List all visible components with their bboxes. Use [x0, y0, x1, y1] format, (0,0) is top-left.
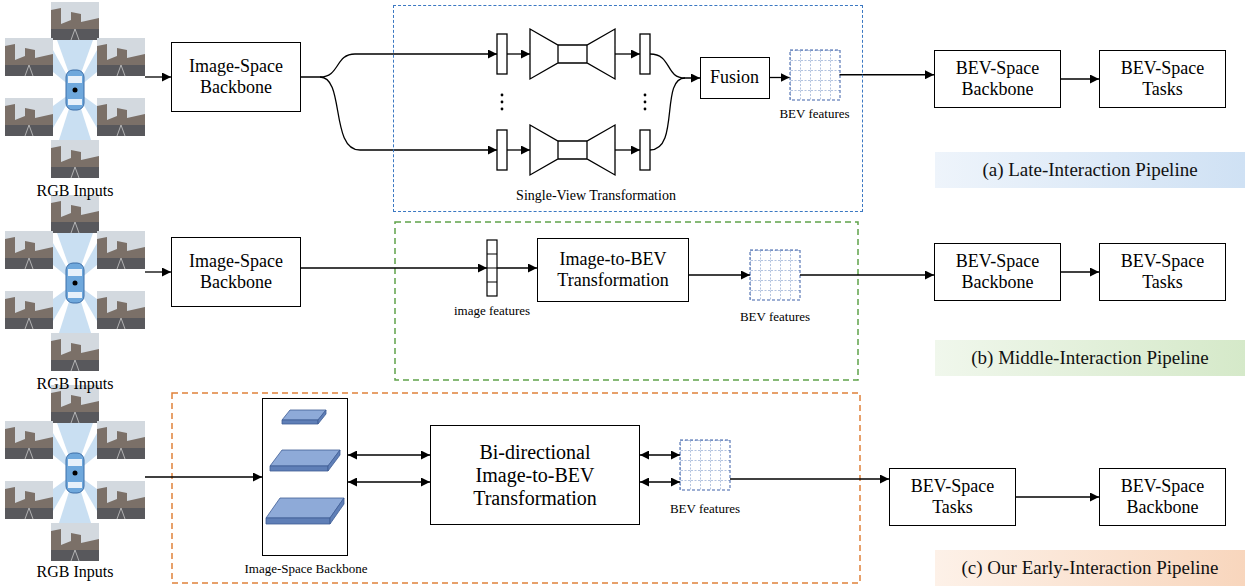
branch-line: [300, 54, 497, 77]
arrow-line: [507, 53, 530, 54]
process-box: BEV-Space Backbone: [934, 50, 1061, 108]
box-label: BEV-Space Tasks: [896, 476, 1009, 517]
input-label: RGB Inputs: [37, 563, 114, 581]
feature-pyramid: [266, 410, 344, 524]
dashed-group: Single-View TransformationFusionBEV feat…: [393, 5, 863, 212]
process-box: BEV-Space Backbone: [934, 243, 1061, 301]
arrow-connector: [800, 274, 934, 275]
encoder-decoder: [530, 125, 615, 175]
arrow-connector: [770, 77, 790, 78]
box-label: BEV-Space Backbone: [941, 58, 1054, 99]
camera-views: RGB Inputs: [5, 195, 145, 371]
merge-line: [650, 78, 685, 150]
process-box: BEV-Space Tasks: [1099, 50, 1226, 108]
arrow-connector: [1061, 271, 1099, 272]
arrow-connector: [497, 267, 537, 268]
feature-vector: image features: [487, 240, 497, 296]
box-label: Image-Space Backbone: [178, 251, 294, 292]
pipeline-band: (b) Middle-Interaction Pipeline: [935, 340, 1245, 376]
arrow-line: [615, 149, 640, 150]
pipeline-label: (a) Late-Interaction Pipeline: [982, 159, 1197, 181]
group-label: Single-View Transformation: [516, 188, 676, 204]
arrow-connector: [1061, 78, 1099, 79]
bev-grid: BEV features: [790, 50, 840, 100]
arrow-connector: [1016, 496, 1099, 497]
box-label: Fusion: [710, 67, 759, 88]
camera-views: [5, 195, 145, 371]
arrow-connector: [689, 274, 750, 275]
feature-vector: [640, 130, 650, 170]
input-label: RGB Inputs: [37, 375, 114, 393]
backbone-label: Image-Space Backbone: [244, 562, 367, 577]
feature-vector: [497, 130, 507, 170]
ellipsis-dots: [501, 94, 647, 111]
arrow-connector: [348, 481, 430, 482]
bev-grid: BEV features: [680, 440, 730, 490]
pipeline-band: (c) Our Early-Interaction Pipeline: [935, 550, 1245, 586]
bev-grid: BEV features: [750, 250, 800, 300]
dashed-group: [172, 393, 860, 583]
arrow-line: [615, 53, 640, 54]
pipeline-label: (c) Our Early-Interaction Pipeline: [962, 557, 1219, 579]
feature-vector: [640, 34, 650, 74]
camera-views: RGB Inputs: [5, 385, 145, 561]
box-label: BEV-Space Tasks: [1106, 251, 1219, 292]
camera-views: RGB Inputs: [5, 2, 145, 178]
process-box: BEV-Space Tasks: [1099, 243, 1226, 301]
process-box: Image-Space Backbone: [171, 237, 301, 307]
box-label: BEV-Space Backbone: [941, 251, 1054, 292]
process-box: Bi-directional Image-to-BEV Transformati…: [430, 425, 640, 525]
arrow-connector: [145, 76, 171, 77]
process-box: BEV-Space Tasks: [889, 468, 1016, 526]
process-box: Image-to-BEV Transformation: [537, 238, 689, 302]
encoder-decoder: [530, 29, 615, 79]
box-label: BEV-Space Backbone: [1106, 476, 1219, 517]
box-label: Image-to-BEV Transformation: [544, 249, 682, 290]
arrow-connector: [730, 478, 889, 479]
arrow-connector: [640, 481, 680, 482]
vector-label: image features: [454, 304, 530, 319]
process-box: Image-Space Backbone: [171, 42, 301, 112]
grid-label: BEV features: [779, 107, 849, 122]
pipeline-band: (a) Late-Interaction Pipeline: [935, 152, 1245, 188]
arrow-connector: [145, 476, 262, 477]
process-box: BEV-Space Backbone: [1099, 468, 1226, 526]
arrow-connector: [640, 454, 680, 455]
grid-label: BEV features: [740, 310, 810, 325]
input-label: RGB Inputs: [37, 182, 114, 200]
box-label: Bi-directional Image-to-BEV Transformati…: [460, 441, 610, 510]
single-view-branches: [300, 29, 700, 175]
grid-label: BEV features: [670, 502, 740, 517]
feature-vector: [497, 34, 507, 74]
arrow-line: [507, 149, 530, 150]
camera-views: [5, 385, 145, 561]
arrow-connector: [840, 74, 935, 75]
feature-vector: [487, 240, 497, 296]
process-box: Fusion: [700, 57, 770, 99]
merge-line: [650, 54, 700, 78]
arrow-connector: [301, 267, 487, 268]
arrow-connector: [348, 454, 430, 455]
pipeline-label: (b) Middle-Interaction Pipeline: [971, 347, 1208, 369]
box-label: BEV-Space Tasks: [1106, 58, 1219, 99]
dashed-group: [395, 222, 858, 380]
arrow-connector: [145, 271, 171, 272]
branch-line: [320, 77, 497, 150]
backbone-pyramid: Image-Space Backbone: [262, 398, 348, 556]
camera-views: [5, 2, 145, 178]
box-label: Image-Space Backbone: [178, 56, 294, 97]
